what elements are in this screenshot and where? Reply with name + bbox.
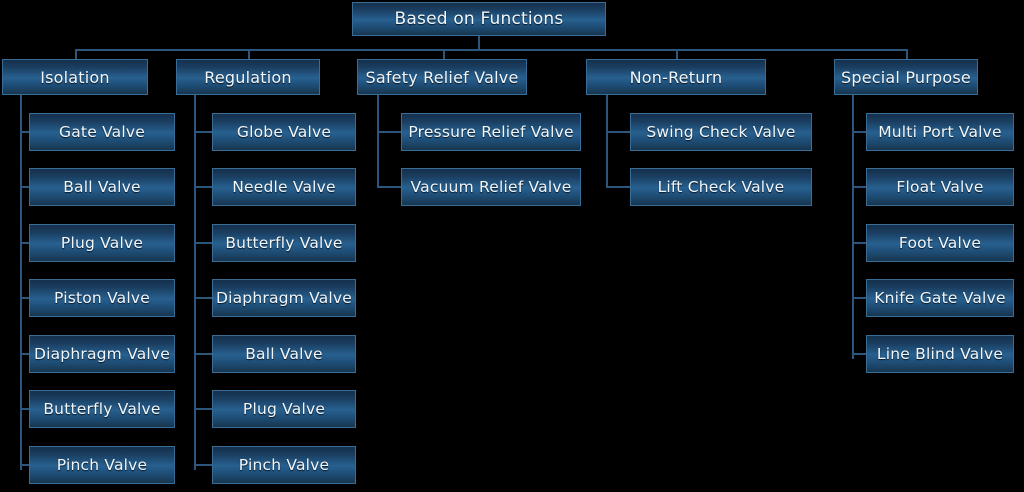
- connector-stub-regulation-6: [194, 464, 213, 466]
- leaf-node-line-blind-valve-label: Line Blind Valve: [876, 345, 1004, 363]
- connector-stub-regulation-1: [194, 186, 213, 188]
- connector-drop-regulation: [248, 49, 250, 60]
- connector-trunk-isolation: [20, 95, 22, 470]
- root-node-label: Based on Functions: [394, 9, 564, 29]
- leaf-node-needle-valve-label: Needle Valve: [232, 178, 336, 196]
- leaf-node-diaphragm-valve-isolation-label: Diaphragm Valve: [33, 345, 171, 363]
- connector-stub-special-1: [852, 186, 868, 188]
- connector-stub-regulation-4: [194, 353, 213, 355]
- connector-drop-safety-relief-valve: [443, 49, 445, 60]
- connector-stub-isolation-5: [20, 408, 30, 410]
- leaf-node-gate-valve[interactable]: Gate Valve: [29, 113, 175, 151]
- leaf-node-ball-valve-regulation[interactable]: Ball Valve: [212, 335, 356, 373]
- branch-node-regulation-label: Regulation: [204, 67, 292, 87]
- leaf-node-plug-valve-isolation[interactable]: Plug Valve: [29, 224, 175, 262]
- connector-stub-isolation-3: [20, 297, 30, 299]
- leaf-node-knife-gate-valve[interactable]: Knife Gate Valve: [866, 279, 1014, 317]
- leaf-node-piston-valve-label: Piston Valve: [53, 289, 150, 307]
- leaf-node-knife-gate-valve-label: Knife Gate Valve: [874, 289, 1006, 307]
- connector-stub-special-0: [852, 131, 868, 133]
- connector-stub-non-return-0: [606, 131, 632, 133]
- leaf-node-pressure-relief-valve-label: Pressure Relief Valve: [408, 123, 574, 141]
- connector-stub-isolation-4: [20, 353, 30, 355]
- branch-node-non-return-label: Non-Return: [629, 67, 723, 87]
- leaf-node-butterfly-valve-regulation[interactable]: Butterfly Valve: [212, 224, 356, 262]
- connector-stub-special-4: [852, 353, 868, 355]
- leaf-node-butterfly-valve-isolation[interactable]: Butterfly Valve: [29, 390, 175, 428]
- connector-drop-isolation: [75, 49, 77, 60]
- connector-stub-regulation-0: [194, 131, 213, 133]
- branch-node-safety-relief-valve[interactable]: Safety Relief Valve: [357, 59, 527, 95]
- connector-stub-special-3: [852, 297, 868, 299]
- connector-stub-special-2: [852, 242, 868, 244]
- connector-trunk-non-return: [606, 95, 608, 187]
- connector-stub-isolation-2: [20, 242, 30, 244]
- leaf-node-ball-valve-isolation[interactable]: Ball Valve: [29, 168, 175, 206]
- leaf-node-diaphragm-valve-isolation[interactable]: Diaphragm Valve: [29, 335, 175, 373]
- leaf-node-butterfly-valve-isolation-label: Butterfly Valve: [43, 400, 161, 418]
- leaf-node-plug-valve-isolation-label: Plug Valve: [60, 234, 144, 252]
- leaf-node-float-valve-label: Float Valve: [896, 178, 984, 196]
- leaf-node-foot-valve[interactable]: Foot Valve: [866, 224, 1014, 262]
- leaf-node-float-valve[interactable]: Float Valve: [866, 168, 1014, 206]
- connector-stub-regulation-5: [194, 408, 213, 410]
- leaf-node-lift-check-valve[interactable]: Lift Check Valve: [630, 168, 812, 206]
- connector-stub-isolation-0: [20, 131, 30, 133]
- leaf-node-swing-check-valve[interactable]: Swing Check Valve: [630, 113, 812, 151]
- connector-trunk-regulation: [194, 95, 196, 470]
- connector-root-stem: [478, 36, 480, 50]
- leaf-node-vacuum-relief-valve-label: Vacuum Relief Valve: [410, 178, 572, 196]
- branch-node-special-purpose[interactable]: Special Purpose: [834, 59, 978, 95]
- branch-node-isolation[interactable]: Isolation: [2, 59, 148, 95]
- connector-drop-special-purpose: [906, 49, 908, 60]
- leaf-node-pressure-relief-valve[interactable]: Pressure Relief Valve: [401, 113, 581, 151]
- leaf-node-vacuum-relief-valve[interactable]: Vacuum Relief Valve: [401, 168, 581, 206]
- leaf-node-foot-valve-label: Foot Valve: [898, 234, 982, 252]
- connector-stub-non-return-1: [606, 186, 632, 188]
- connector-trunk-safety-relief-valve: [377, 95, 379, 187]
- leaf-node-line-blind-valve[interactable]: Line Blind Valve: [866, 335, 1014, 373]
- leaf-node-ball-valve-isolation-label: Ball Valve: [63, 178, 141, 196]
- leaf-node-multi-port-valve-label: Multi Port Valve: [878, 123, 1002, 141]
- leaf-node-gate-valve-label: Gate Valve: [59, 123, 145, 141]
- leaf-node-pinch-valve-isolation-label: Pinch Valve: [56, 456, 148, 474]
- connector-stub-regulation-3: [194, 297, 213, 299]
- branch-node-special-purpose-label: Special Purpose: [841, 67, 971, 87]
- root-node-based-on-functions[interactable]: Based on Functions: [352, 2, 606, 36]
- leaf-node-diaphragm-valve-regulation-label: Diaphragm Valve: [215, 289, 353, 307]
- leaf-node-needle-valve[interactable]: Needle Valve: [212, 168, 356, 206]
- branch-node-safety-relief-valve-label: Safety Relief Valve: [365, 67, 519, 87]
- connector-trunk-special-purpose: [852, 95, 854, 359]
- leaf-node-plug-valve-regulation-label: Plug Valve: [242, 400, 326, 418]
- leaf-node-multi-port-valve[interactable]: Multi Port Valve: [866, 113, 1014, 151]
- connector-stub-safety-0: [377, 131, 402, 133]
- connector-stub-safety-1: [377, 186, 402, 188]
- leaf-node-swing-check-valve-label: Swing Check Valve: [646, 123, 796, 141]
- leaf-node-globe-valve-label: Globe Valve: [236, 123, 332, 141]
- connector-stub-isolation-6: [20, 464, 30, 466]
- branch-node-non-return[interactable]: Non-Return: [586, 59, 766, 95]
- leaf-node-diaphragm-valve-regulation[interactable]: Diaphragm Valve: [212, 279, 356, 317]
- connector-stub-isolation-1: [20, 186, 30, 188]
- leaf-node-pinch-valve-isolation[interactable]: Pinch Valve: [29, 446, 175, 484]
- leaf-node-butterfly-valve-regulation-label: Butterfly Valve: [225, 234, 343, 252]
- leaf-node-plug-valve-regulation[interactable]: Plug Valve: [212, 390, 356, 428]
- connector-stub-regulation-2: [194, 242, 213, 244]
- leaf-node-piston-valve[interactable]: Piston Valve: [29, 279, 175, 317]
- connector-drop-non-return: [676, 49, 678, 60]
- leaf-node-pinch-valve-regulation[interactable]: Pinch Valve: [212, 446, 356, 484]
- leaf-node-lift-check-valve-label: Lift Check Valve: [657, 178, 785, 196]
- connector-root-bus: [75, 49, 907, 51]
- leaf-node-ball-valve-regulation-label: Ball Valve: [245, 345, 323, 363]
- branch-node-regulation[interactable]: Regulation: [176, 59, 320, 95]
- branch-node-isolation-label: Isolation: [40, 67, 110, 87]
- leaf-node-globe-valve[interactable]: Globe Valve: [212, 113, 356, 151]
- leaf-node-pinch-valve-regulation-label: Pinch Valve: [238, 456, 330, 474]
